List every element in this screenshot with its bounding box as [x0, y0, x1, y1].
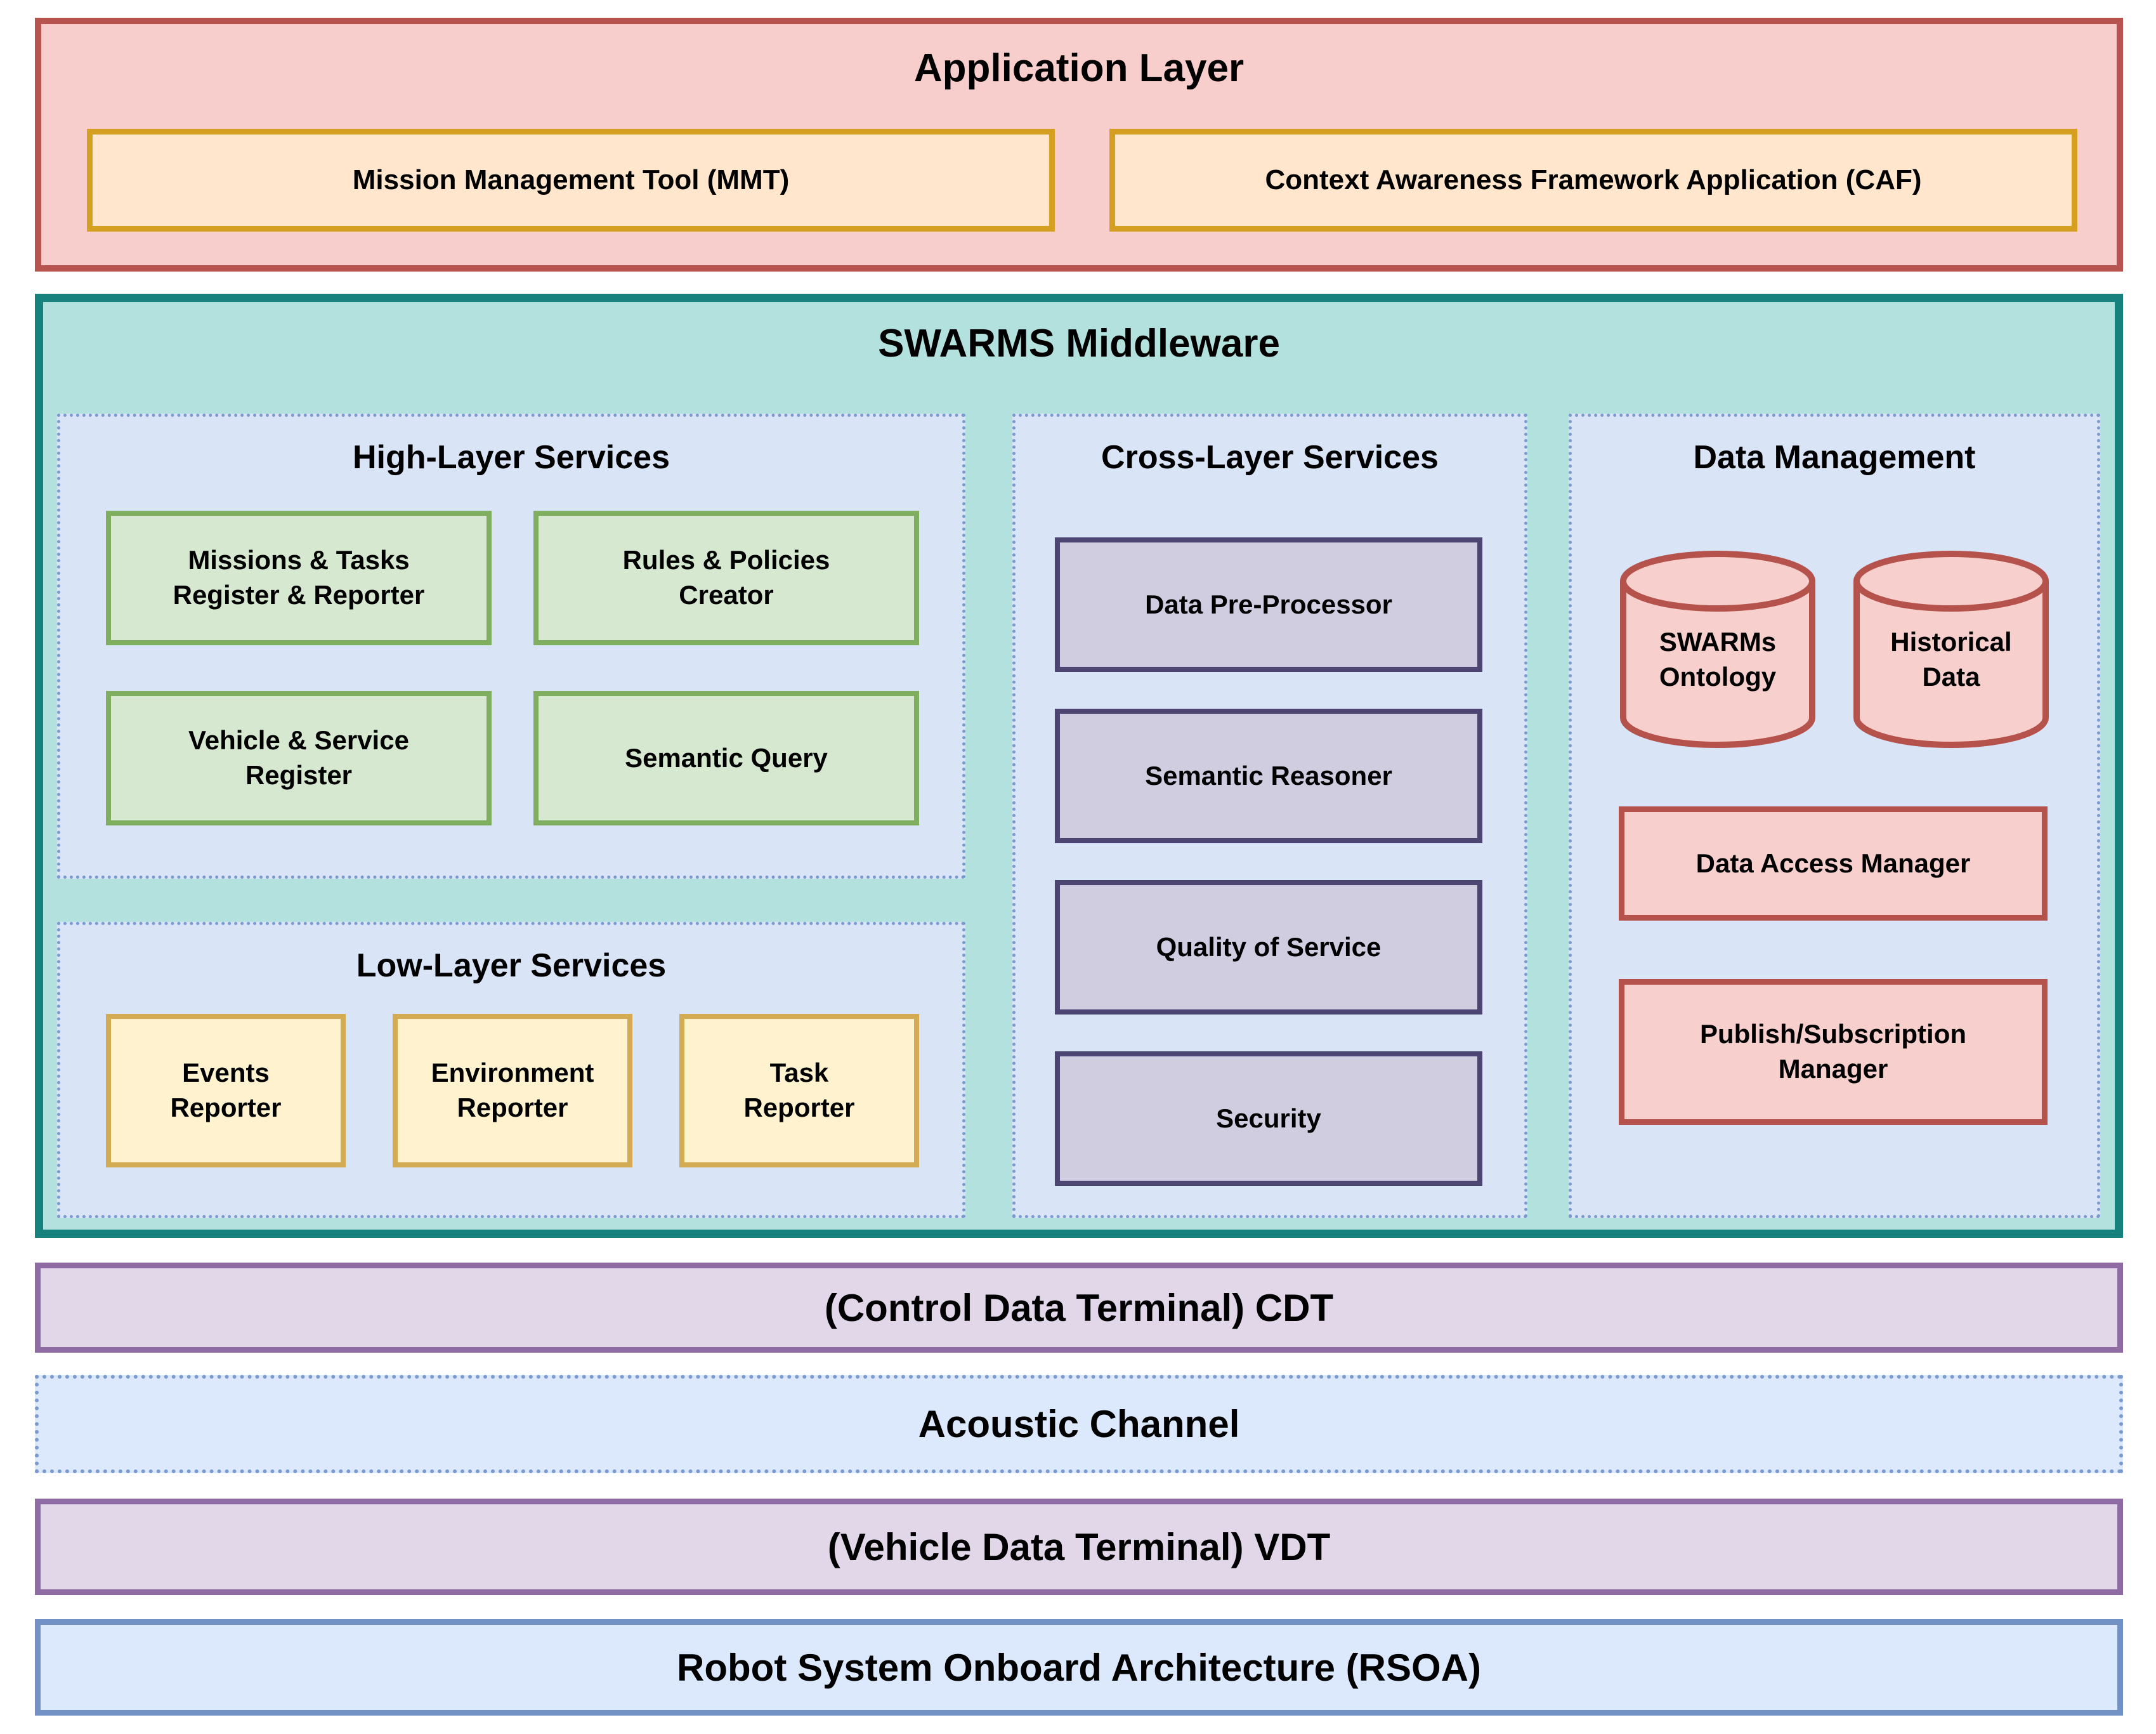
events-reporter-box: Events Reporter	[106, 1014, 346, 1167]
control-data-terminal-label: (Control Data Terminal) CDT	[824, 1286, 1334, 1329]
swarms-ontology-label: SWARMs Ontology	[1659, 627, 1777, 692]
acoustic-channel-label: Acoustic Channel	[918, 1403, 1240, 1445]
semantic-reasoner-box: Semantic Reasoner	[1055, 709, 1482, 843]
cross-layer-services-column: Data Pre-Processor Semantic Reasoner Qua…	[1055, 537, 1482, 1186]
task-reporter-box: Task Reporter	[679, 1014, 919, 1167]
publish-subscription-manager-label: Publish/Subscription Manager	[1699, 1019, 1967, 1084]
mission-management-tool-label: Mission Management Tool (MMT)	[352, 164, 790, 196]
historical-data-database-cylinder: Historical Data	[1852, 550, 2050, 750]
context-awareness-framework-label: Context Awareness Framework Application …	[1265, 164, 1922, 196]
acoustic-channel-layer: Acoustic Channel	[35, 1375, 2123, 1473]
quality-of-service-box: Quality of Service	[1055, 880, 1482, 1015]
database-cylinder-icon	[1853, 551, 2049, 748]
mission-management-tool-box: Mission Management Tool (MMT)	[87, 129, 1055, 232]
robot-system-onboard-architecture-label: Robot System Onboard Architecture (RSOA)	[677, 1646, 1481, 1689]
low-layer-services-row: Events Reporter Environment Reporter Tas…	[106, 1014, 919, 1167]
swarms-middleware-layer: SWARMS Middleware High-Layer Services Mi…	[35, 294, 2123, 1238]
low-layer-services-panel: Low-Layer Services Events Reporter Envir…	[57, 922, 965, 1218]
vehicle-service-register-box: Vehicle & Service Register	[106, 691, 492, 825]
control-data-terminal-layer: (Control Data Terminal) CDT	[35, 1263, 2123, 1353]
high-layer-services-title: High-Layer Services	[352, 439, 670, 476]
data-access-manager-box: Data Access Manager	[1619, 806, 2048, 921]
cross-layer-services-title: Cross-Layer Services	[1101, 439, 1439, 476]
robot-system-onboard-architecture-layer: Robot System Onboard Architecture (RSOA)	[35, 1619, 2123, 1716]
security-label: Security	[1216, 1103, 1321, 1133]
high-layer-services-grid: Missions & Tasks Register & Reporter Rul…	[106, 511, 919, 825]
vehicle-data-terminal-label: (Vehicle Data Terminal) VDT	[827, 1525, 1331, 1568]
environment-reporter-label: Environment Reporter	[431, 1058, 594, 1122]
task-reporter-label: Task Reporter	[743, 1058, 855, 1122]
quality-of-service-label: Quality of Service	[1156, 931, 1382, 962]
data-management-cylinders: SWARMs Ontology Historical Data	[1619, 550, 2050, 750]
publish-subscription-manager-box: Publish/Subscription Manager	[1619, 979, 2048, 1125]
application-layer: Application Layer Mission Management Too…	[35, 18, 2123, 272]
semantic-query-box: Semantic Query	[533, 691, 919, 825]
missions-tasks-register-reporter-box: Missions & Tasks Register & Reporter	[106, 511, 492, 645]
events-reporter-label: Events Reporter	[170, 1058, 282, 1122]
missions-tasks-register-reporter-label: Missions & Tasks Register & Reporter	[173, 545, 425, 610]
vehicle-service-register-label: Vehicle & Service Register	[188, 725, 409, 790]
database-cylinder-icon	[1620, 551, 1815, 748]
application-layer-title: Application Layer	[913, 46, 1245, 90]
rules-policies-creator-label: Rules & Policies Creator	[622, 545, 830, 610]
environment-reporter-box: Environment Reporter	[393, 1014, 632, 1167]
low-layer-services-title: Low-Layer Services	[356, 947, 667, 984]
application-layer-boxes: Mission Management Tool (MMT) Context Aw…	[87, 129, 2077, 232]
high-layer-services-panel: High-Layer Services Missions & Tasks Reg…	[57, 414, 965, 879]
cross-layer-services-panel: Cross-Layer Services Data Pre-Processor …	[1012, 414, 1527, 1218]
semantic-query-label: Semantic Query	[625, 742, 828, 773]
historical-data-label: Historical Data	[1890, 627, 2012, 692]
data-management-panel: Data Management SWARMs Ontology Historic…	[1569, 414, 2100, 1218]
swarms-middleware-title: SWARMS Middleware	[878, 322, 1280, 365]
vehicle-data-terminal-layer: (Vehicle Data Terminal) VDT	[35, 1499, 2123, 1595]
rules-policies-creator-box: Rules & Policies Creator	[533, 511, 919, 645]
security-box: Security	[1055, 1051, 1482, 1186]
data-management-title: Data Management	[1693, 439, 1976, 476]
context-awareness-framework-box: Context Awareness Framework Application …	[1109, 129, 2077, 232]
data-pre-processor-label: Data Pre-Processor	[1145, 589, 1392, 619]
semantic-reasoner-label: Semantic Reasoner	[1145, 760, 1392, 791]
data-access-manager-label: Data Access Manager	[1695, 848, 1971, 878]
data-pre-processor-box: Data Pre-Processor	[1055, 537, 1482, 672]
swarms-ontology-database-cylinder: SWARMs Ontology	[1619, 550, 1817, 750]
